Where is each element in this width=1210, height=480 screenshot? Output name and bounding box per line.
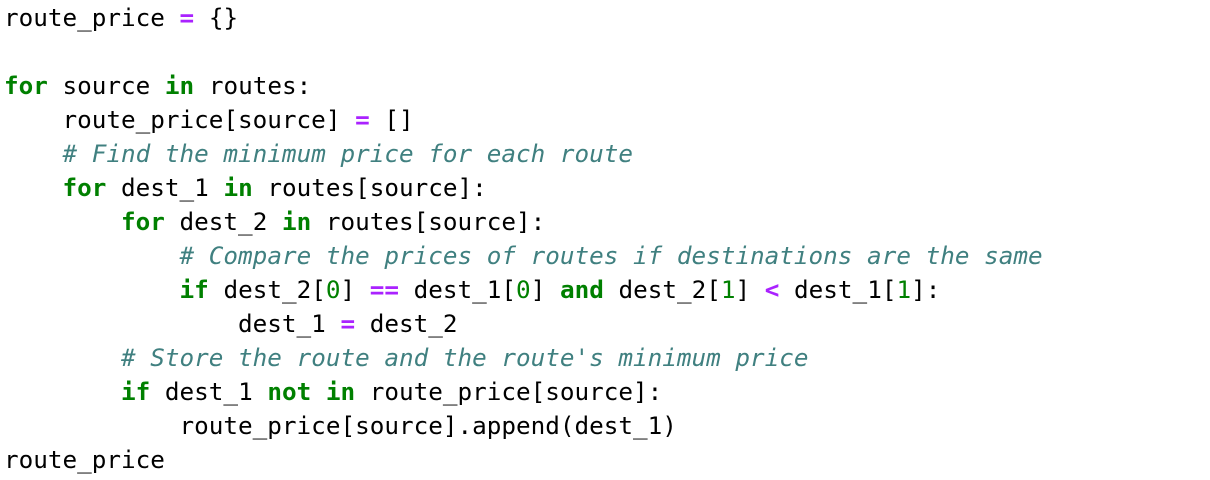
- code-line: for dest_1 in routes[source]:: [4, 171, 1210, 205]
- code-text: dest_2: [355, 309, 458, 338]
- code-comment: # Find the minimum price for each route: [62, 139, 634, 168]
- code-text: routes:: [194, 71, 312, 100]
- keyword: for: [121, 207, 165, 236]
- operator: <: [764, 275, 780, 304]
- code-text: source: [47, 71, 165, 100]
- code-text: route_price[source]: [4, 105, 356, 134]
- keyword: in: [164, 71, 195, 100]
- code-text: dest_1: [106, 173, 224, 202]
- keyword: not: [267, 377, 312, 406]
- code-text: dest_1[: [399, 275, 517, 304]
- code-text: ]: [340, 275, 370, 304]
- number-literal: 1: [896, 275, 912, 304]
- code-comment: # Compare the prices of routes if destin…: [179, 241, 1043, 270]
- code-text: dest_1: [4, 309, 341, 338]
- code-line: route_price = {}: [4, 1, 1210, 35]
- keyword: for: [62, 173, 107, 202]
- code-text: routes[source]:: [252, 173, 487, 202]
- keyword: if: [179, 275, 209, 304]
- number-literal: 0: [325, 275, 341, 304]
- keyword: if: [121, 377, 151, 406]
- code-text: route_price: [4, 445, 165, 474]
- operator: ==: [369, 275, 400, 304]
- code-text: route_price: [4, 3, 180, 32]
- keyword: and: [559, 275, 604, 304]
- code-text: [4, 139, 63, 168]
- code-text: ]: [735, 275, 765, 304]
- code-line: [4, 35, 1210, 69]
- code-line: for dest_2 in routes[source]:: [4, 205, 1210, 239]
- code-text: dest_2[: [603, 275, 721, 304]
- code-text: [311, 377, 326, 406]
- code-text: [4, 173, 63, 202]
- code-text: [4, 343, 121, 372]
- code-line: # Store the route and the route's minimu…: [4, 341, 1210, 375]
- code-text: dest_1[: [779, 275, 897, 304]
- code-text: route_price[source]:: [355, 377, 663, 406]
- code-text: [4, 377, 121, 406]
- keyword: in: [281, 207, 312, 236]
- code-text: dest_2[: [208, 275, 326, 304]
- operator: =: [179, 3, 195, 32]
- code-text: routes[source]:: [311, 207, 546, 236]
- code-block[interactable]: route_price = {} for source in routes: ro…: [4, 0, 1210, 477]
- code-text: [4, 275, 180, 304]
- code-comment: # Store the route and the route's minimu…: [121, 343, 809, 372]
- code-text: ]:: [911, 275, 941, 304]
- code-text: []: [369, 105, 414, 134]
- number-literal: 1: [720, 275, 736, 304]
- code-line: if dest_2[0] == dest_1[0] and dest_2[1] …: [4, 273, 1210, 307]
- keyword: in: [223, 173, 253, 202]
- keyword: for: [4, 71, 48, 100]
- code-line: route_price[source] = []: [4, 103, 1210, 137]
- number-literal: 0: [516, 275, 531, 304]
- code-text: ]: [530, 275, 560, 304]
- code-line: route_price[source].append(dest_1): [4, 409, 1210, 443]
- code-text: dest_2: [164, 207, 282, 236]
- code-text: {}: [194, 3, 239, 32]
- code-text: dest_1: [150, 377, 268, 406]
- code-text: [4, 207, 121, 236]
- code-line: dest_1 = dest_2: [4, 307, 1210, 341]
- code-line: for source in routes:: [4, 69, 1210, 103]
- code-text: route_price[source].append(dest_1): [4, 411, 677, 440]
- operator: =: [340, 309, 356, 338]
- operator: =: [355, 105, 370, 134]
- code-line: # Compare the prices of routes if destin…: [4, 239, 1210, 273]
- keyword: in: [325, 377, 356, 406]
- code-text: [4, 241, 180, 270]
- code-line: route_price: [4, 443, 1210, 477]
- code-line: if dest_1 not in route_price[source]:: [4, 375, 1210, 409]
- code-line: # Find the minimum price for each route: [4, 137, 1210, 171]
